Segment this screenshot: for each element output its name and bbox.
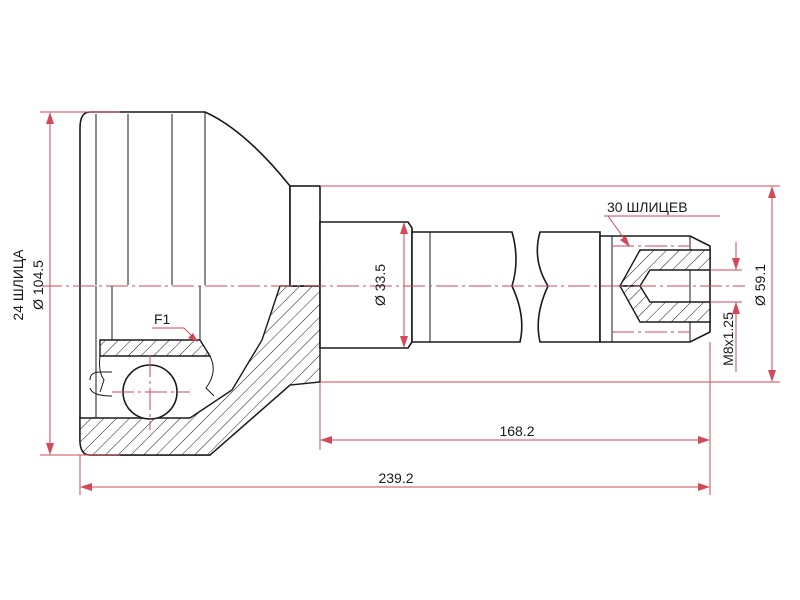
shoulder xyxy=(289,185,321,287)
housing-section xyxy=(79,285,321,456)
label-outer-diameter: Ø 104.5 xyxy=(30,260,46,310)
label-outer-splines: 24 ШЛИЦА xyxy=(10,249,26,321)
label-thread-diameter: Ø 59.1 xyxy=(752,264,768,306)
label-length-total: 239.2 xyxy=(378,470,413,486)
label-shaft-diameter: Ø 33.5 xyxy=(372,264,388,306)
label-f1: F1 xyxy=(154,311,171,327)
shaft xyxy=(319,221,601,349)
dimensions xyxy=(40,111,780,495)
label-thread: M8x1.25 xyxy=(720,312,736,366)
label-length-shaft: 168.2 xyxy=(499,423,534,439)
label-splines: 30 ШЛИЦЕВ xyxy=(607,199,688,215)
spline-end xyxy=(599,235,711,343)
